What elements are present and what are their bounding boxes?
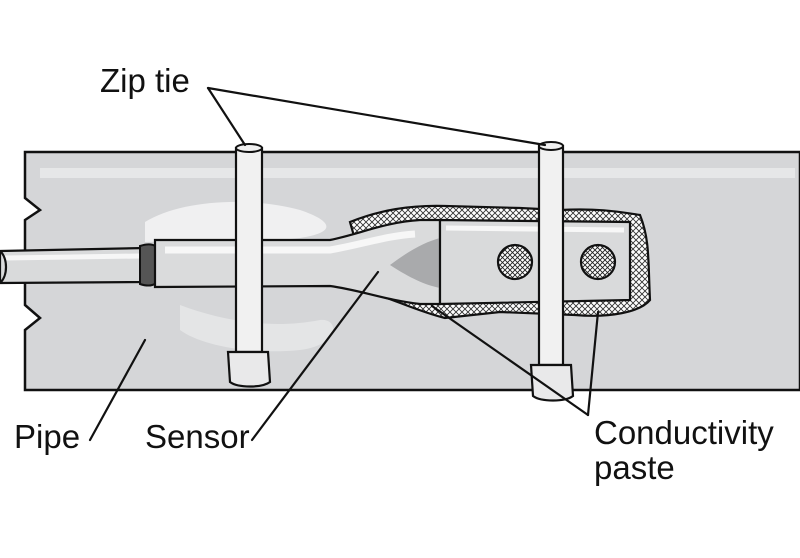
zip-tie-right-head: [529, 363, 575, 402]
zip-tie-left-band: [234, 146, 264, 354]
sensor-label: Sensor: [145, 418, 250, 455]
sensor-plate: [438, 218, 632, 306]
sensor-cable: [0, 243, 164, 287]
cable-cut-end: [0, 250, 8, 284]
conductivity-paste-label-line1: Conductivity: [594, 414, 774, 451]
sensor-tube-highlight: [165, 230, 416, 254]
zip-tie-leader-left: [206, 86, 247, 147]
sensor-mount-hole-right: [579, 243, 617, 281]
zip-tie-leader-right: [206, 86, 547, 147]
zip-tie-right-band: [537, 144, 565, 367]
zip-tie-left-head: [226, 350, 272, 388]
sensor-leader: [250, 270, 380, 442]
pipe-leader: [88, 338, 147, 442]
zip-tie-left-top: [235, 143, 263, 153]
leader-lines: [88, 86, 600, 442]
zip-tie-right-top: [538, 141, 564, 151]
pipe-highlight: [40, 168, 795, 178]
paste-leader-right: [586, 310, 600, 417]
pipe-label: Pipe: [14, 418, 80, 455]
zip-tie-left: [226, 143, 272, 388]
cable-highlight: [4, 253, 141, 261]
sensor-neck-shade: [390, 238, 440, 288]
cable-body: [0, 246, 147, 285]
sensor-mount-hole-left: [496, 243, 534, 281]
paste-leader-left: [430, 304, 590, 417]
zip-tie-label: Zip tie: [100, 62, 190, 99]
conductivity-paste-label-line2: paste: [594, 449, 675, 486]
sensor-plate-highlight: [445, 225, 625, 233]
labels: Zip tie Pipe Sensor Conductivity paste: [14, 62, 774, 486]
